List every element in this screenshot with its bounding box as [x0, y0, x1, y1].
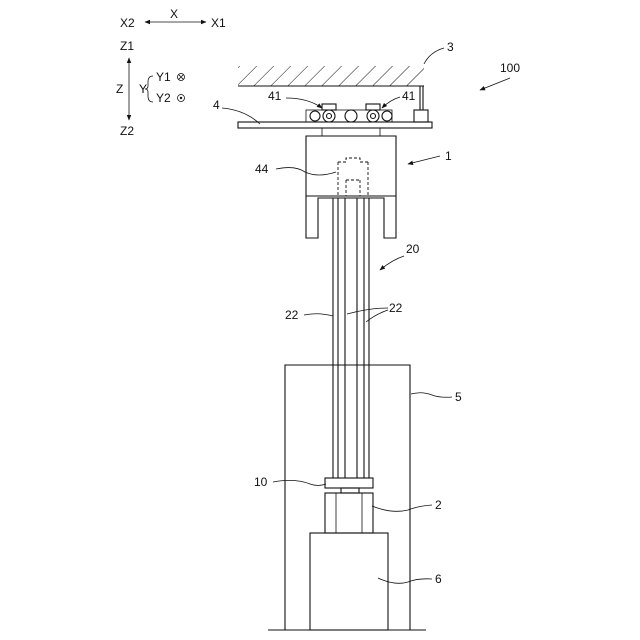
leader-wheel-left — [286, 98, 322, 108]
ref-chamber: 5 — [455, 390, 462, 404]
leader-wheel-right — [382, 97, 400, 108]
rail — [238, 110, 432, 128]
wheel-assembly — [306, 104, 392, 122]
dashed-outline — [338, 158, 368, 196]
belts — [333, 198, 369, 478]
axis-z2-label: Z2 — [120, 124, 134, 138]
leader-belt-right-1 — [347, 308, 388, 314]
axis-y2-label: Y2 — [156, 91, 171, 105]
y-axis-brace — [145, 76, 153, 102]
leader-ceiling — [424, 48, 444, 64]
wheel-left-outer — [310, 111, 320, 121]
out-of-page-symbol — [178, 95, 185, 102]
axis-x2-label: X2 — [120, 16, 135, 30]
leader-article — [372, 505, 432, 511]
axis-z1-label: Z1 — [120, 39, 134, 53]
ref-gripper: 10 — [254, 475, 268, 489]
gripper — [325, 478, 373, 493]
ref-belt-left: 22 — [285, 308, 299, 322]
vehicle-body — [306, 128, 396, 238]
wheel-right-outer — [382, 111, 392, 121]
stage — [310, 533, 388, 630]
leader-lift — [380, 256, 404, 270]
ceiling — [238, 66, 424, 110]
ref-belt-right: 22 — [389, 301, 403, 315]
ref-stage: 6 — [435, 572, 442, 586]
into-page-symbol — [178, 74, 185, 81]
leader-gripper — [273, 480, 326, 485]
axis-y1-label: Y1 — [156, 70, 171, 84]
axis-x-label: X — [170, 7, 178, 21]
ref-vehicle: 1 — [445, 149, 452, 163]
ref-lift: 20 — [406, 242, 420, 256]
axis-z-label: Z — [116, 82, 123, 96]
ref-ceiling: 3 — [447, 40, 454, 54]
wheel-middle — [345, 110, 357, 122]
leader-system — [480, 78, 510, 90]
leader-chamber — [411, 393, 452, 398]
axis-x1-label: X1 — [211, 16, 226, 30]
leader-belt-left — [304, 314, 333, 316]
ref-wheel-right: 41 — [402, 89, 416, 103]
ref-rail: 4 — [213, 98, 220, 112]
chamber — [285, 365, 410, 630]
ref-system: 100 — [500, 61, 520, 75]
wheel-right — [367, 110, 379, 122]
leader-vehicle — [408, 156, 440, 164]
axis-legend: X X2 X1 Z1 Z Z2 Y Y1 Y2 — [116, 7, 226, 138]
ref-holder: 44 — [255, 162, 269, 176]
ref-wheel-left: 41 — [268, 89, 282, 103]
leader-stage — [378, 578, 432, 583]
wheel-left — [323, 110, 335, 122]
article — [325, 493, 373, 533]
holder — [306, 196, 396, 238]
ref-article: 2 — [435, 498, 442, 512]
